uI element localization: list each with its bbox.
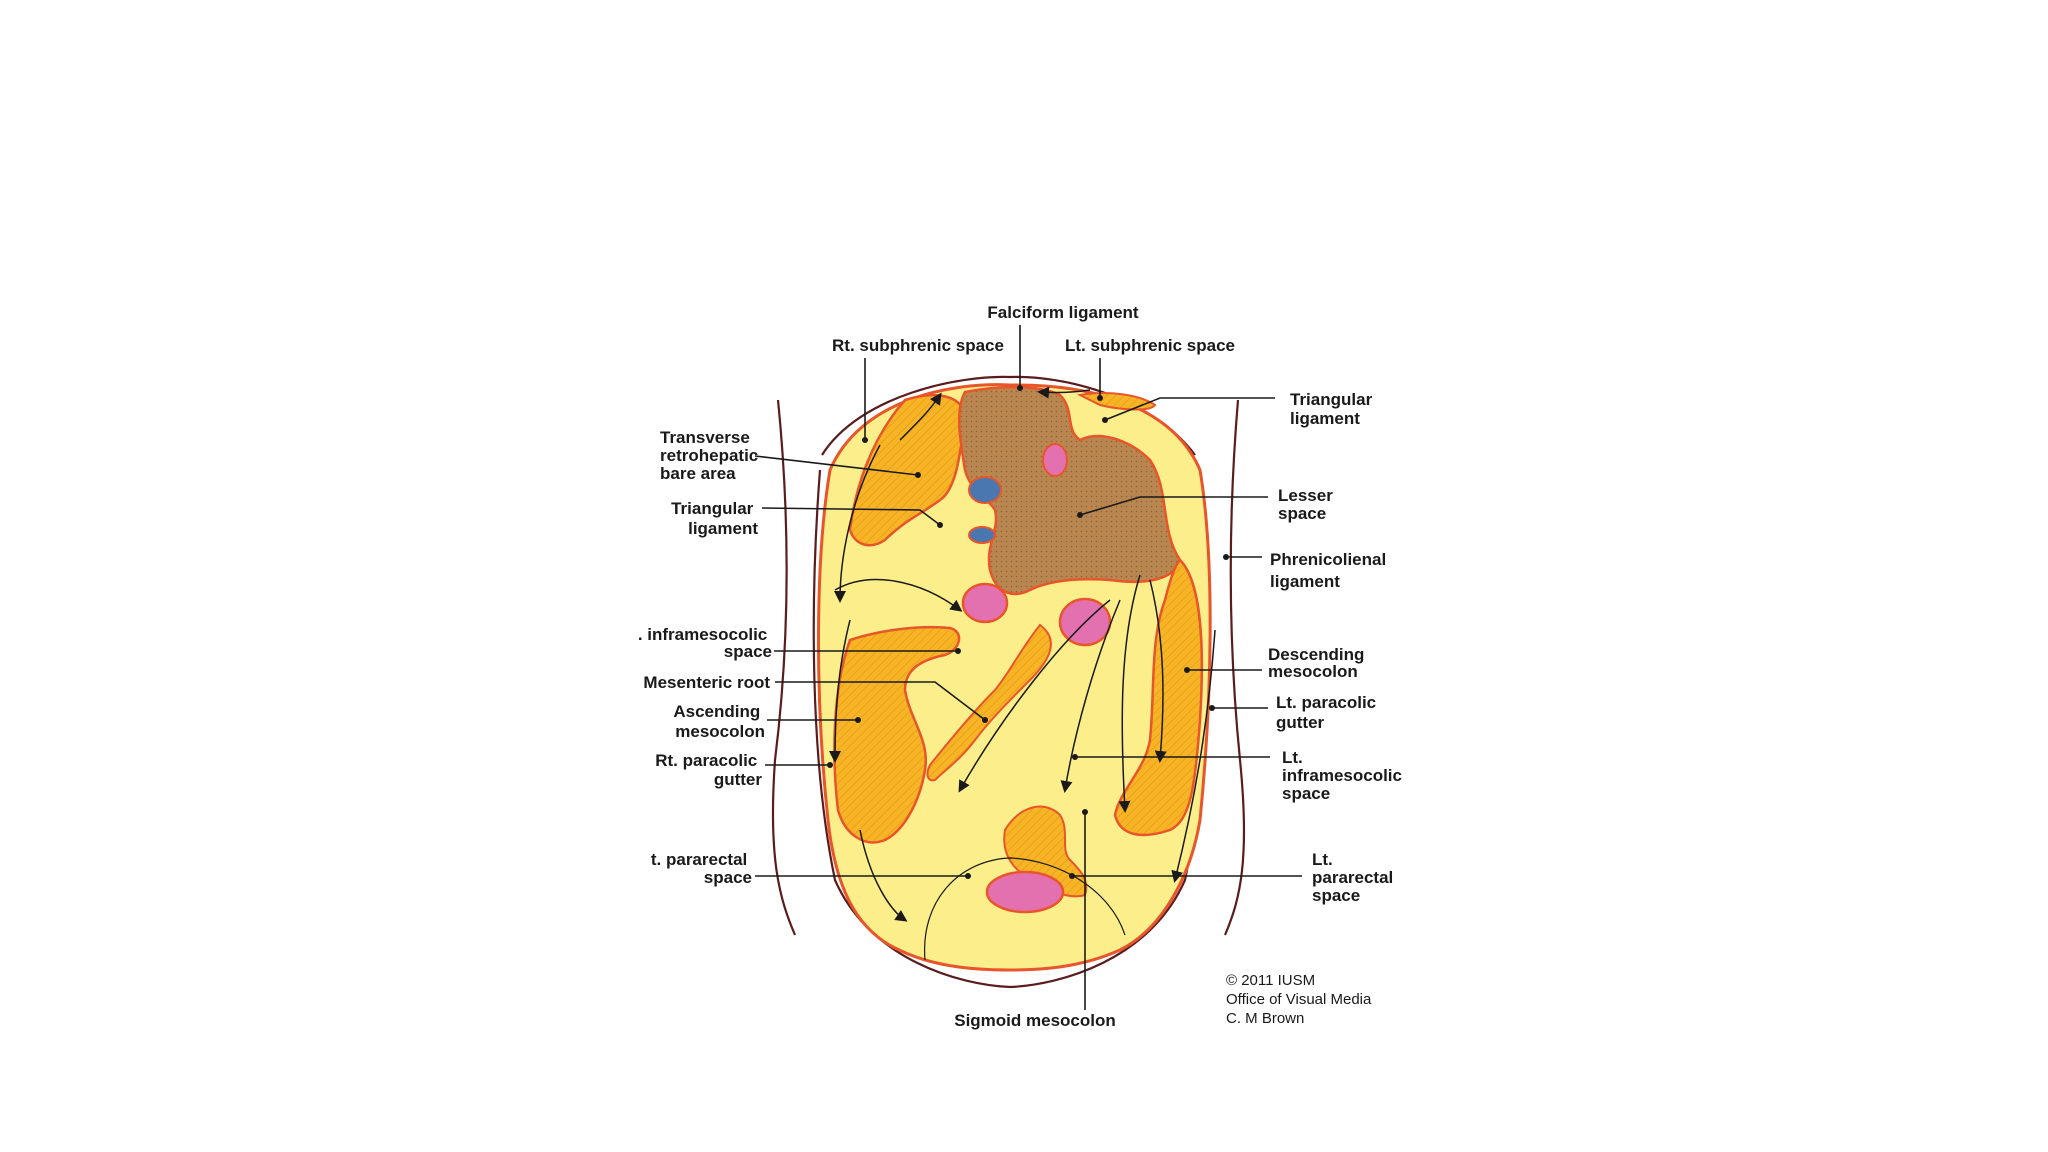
mesenteric-root-strip: [926, 623, 1052, 782]
ivc-vessel: [968, 476, 1002, 504]
label-rt-pararectal-space: t. pararectal space: [651, 850, 752, 887]
rectum: [985, 870, 1065, 914]
label-triangular-ligament-left: Triangular ligament: [671, 499, 758, 538]
label-lt-inframesocolic-space: Lt. inframesocolic space: [1282, 748, 1407, 803]
label-lt-pararectal-space: Lt. pararectal space: [1312, 850, 1398, 905]
pelvic-outline: [924, 857, 1126, 961]
label-triangular-ligament-right: Triangular ligament: [1290, 390, 1377, 428]
label-lt-paracolic-gutter: Lt. paracolic gutter: [1276, 693, 1381, 732]
label-descending-mesocolon: Descending mesocolon: [1268, 645, 1369, 681]
label-mesenteric-root: Mesenteric root: [643, 673, 770, 692]
label-transverse-retrohepatic-bare-area: Transverse retrohepatic bare area: [660, 428, 763, 483]
label-sigmoid-mesocolon: Sigmoid mesocolon: [954, 1011, 1116, 1030]
right-colon-fat: [833, 625, 961, 844]
portal-vessel: [968, 526, 996, 544]
upper-organ: [1042, 443, 1068, 477]
leader-lines: [754, 325, 1302, 1010]
label-lesser-space: Lesser space: [1278, 486, 1338, 523]
label-falciform-ligament: Falciform ligament: [987, 303, 1138, 322]
label-rt-subphrenic-space: Rt. subphrenic space: [832, 336, 1004, 355]
label-rt-paracolic-gutter: Rt. paracolic gutter: [655, 751, 762, 789]
labels: Falciform ligament Rt. subphrenic space …: [638, 303, 1407, 1030]
label-lt-subphrenic-space: Lt. subphrenic space: [1065, 336, 1235, 355]
label-rt-inframesocolic-space: . inframesocolic space: [638, 625, 772, 661]
label-phrenicolienal-ligament: Phrenicolienal ligament: [1270, 550, 1391, 591]
label-ascending-mesocolon: Ascending mesocolon: [673, 702, 765, 741]
flow-arrows: [829, 386, 1216, 922]
copyright-credit: © 2011 IUSM Office of Visual Media C. M …: [1226, 972, 1376, 1027]
duodenum-loop: [961, 582, 1009, 624]
left-retroperitoneal-fat: [1113, 558, 1204, 837]
